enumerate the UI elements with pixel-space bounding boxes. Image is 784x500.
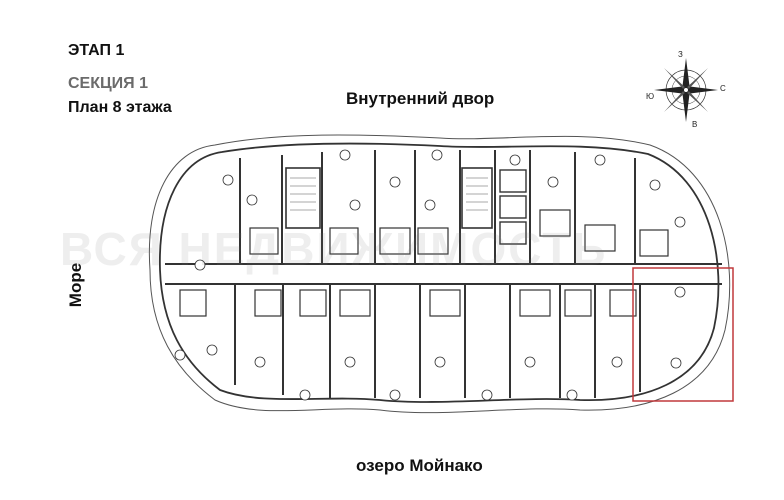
building-inner-contour: [159, 142, 720, 403]
room-tags: [174, 149, 686, 401]
watermark: ВСЯ НЕДВИЖИМОСТЬ: [60, 223, 608, 275]
compass-s-label: В: [692, 120, 698, 129]
compass-e-label: С: [720, 84, 726, 93]
compass-w-label: Ю: [646, 92, 655, 101]
compass-star-icon: [654, 58, 718, 122]
south-partitions: [234, 284, 641, 398]
stage-label: ЭТАП 1: [68, 42, 125, 59]
north-partitions: [239, 150, 636, 264]
stair-core-east: [461, 167, 493, 229]
compass-rose: З С В Ю: [646, 50, 726, 130]
stair-core-west: [285, 167, 321, 229]
section-label: СЕКЦИЯ 1: [68, 75, 149, 92]
compass-n-label: З: [678, 50, 683, 59]
lake-label: озеро Мойнако: [356, 456, 483, 475]
highlighted-apartment-frame: [632, 267, 734, 402]
floor-plan-label: План 8 этажа: [68, 99, 172, 116]
courtyard-label: Внутренний двор: [346, 89, 495, 108]
building-outer-contour: [148, 134, 731, 414]
